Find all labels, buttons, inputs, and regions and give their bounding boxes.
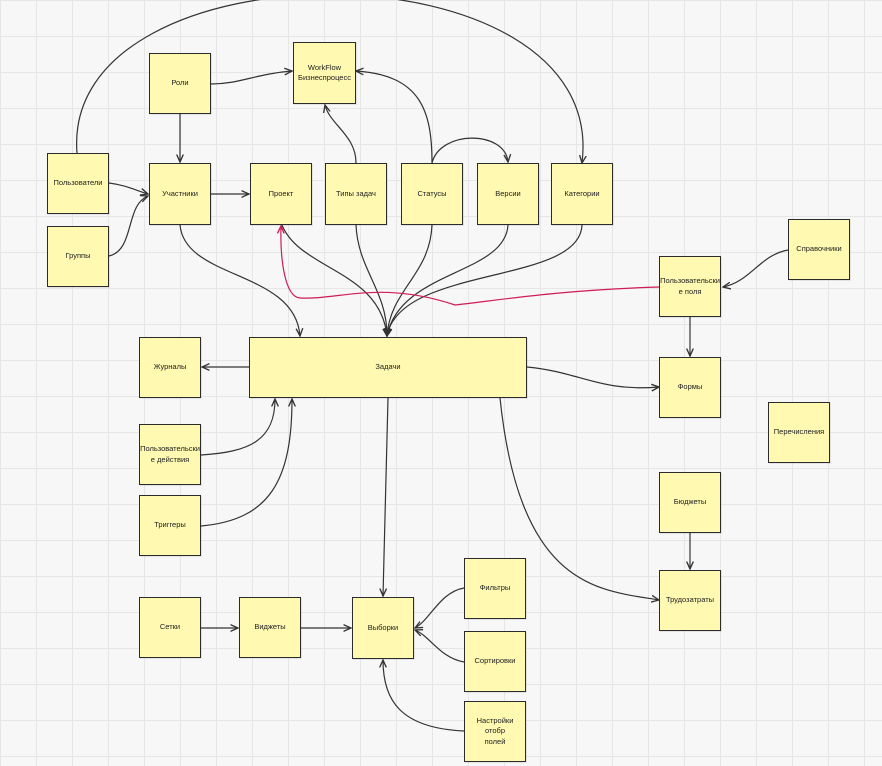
edge-statuses-tasks — [387, 224, 433, 336]
node-project[interactable]: Проект — [250, 163, 312, 225]
node-filters[interactable]: Фильтры — [464, 558, 526, 619]
edge-customfields-project — [281, 226, 660, 306]
node-labor-costs[interactable]: Трудозатраты — [659, 570, 721, 631]
edge-useractions-tasks — [200, 399, 275, 456]
node-workflow[interactable]: WorkFlow Бизнеспроцесс — [293, 42, 356, 104]
node-journals[interactable]: Журналы — [139, 337, 201, 398]
node-forms[interactable]: Формы — [659, 357, 721, 418]
node-roles[interactable]: Роли — [149, 53, 211, 114]
edge-dictionaries-customfields — [723, 249, 789, 287]
node-budgets[interactable]: Бюджеты — [659, 472, 721, 533]
edge-filters-selections — [415, 587, 465, 628]
edge-categories-tasks — [387, 224, 583, 336]
node-tasks[interactable]: Задачи — [249, 337, 527, 398]
edge-statuses-versions — [431, 137, 508, 163]
node-dictionaries[interactable]: Справочники — [788, 219, 850, 280]
edge-versions-tasks — [387, 224, 509, 336]
node-versions[interactable]: Версии — [477, 163, 539, 225]
edge-tasks-laborcosts — [499, 397, 659, 600]
node-statuses[interactable]: Статусы — [401, 163, 463, 225]
edge-users-categories — [76, 0, 583, 163]
edge-displaysettings-selections — [383, 660, 465, 732]
node-categories[interactable]: Категории — [551, 163, 613, 225]
node-display-settings[interactable]: Настройки отобр полей — [464, 701, 526, 762]
node-enumerations[interactable]: Перечисления — [768, 402, 830, 463]
edge-roles-workflow — [210, 71, 292, 85]
edge-sorts-selections — [415, 630, 465, 663]
edge-groups-participants — [108, 196, 148, 257]
edge-participants-tasks — [179, 224, 300, 336]
node-triggers[interactable]: Триггеры — [139, 495, 201, 556]
node-widgets[interactable]: Виджеты — [239, 597, 301, 658]
edge-tasktypes-workflow — [325, 105, 357, 164]
edge-tasks-selections — [383, 397, 389, 596]
node-participants[interactable]: Участники — [149, 163, 211, 225]
node-groups[interactable]: Группы — [47, 226, 109, 287]
node-user-actions[interactable]: Пользовательски е действия — [139, 424, 201, 485]
node-users[interactable]: Пользователи — [47, 153, 109, 214]
node-sorts[interactable]: Сортировки — [464, 631, 526, 692]
edge-triggers-tasks — [200, 399, 292, 527]
edge-statuses-workflow — [356, 71, 433, 164]
node-selections[interactable]: Выборки — [352, 597, 414, 659]
edge-project-tasks — [281, 224, 387, 336]
edge-tasks-forms — [526, 366, 659, 388]
edge-users-participants — [108, 182, 148, 194]
node-custom-fields[interactable]: Пользовательски е поля — [659, 256, 721, 317]
edge-tasktypes-tasks — [355, 224, 387, 336]
node-grids[interactable]: Сетки — [139, 597, 201, 658]
node-task-types[interactable]: Типы задач — [325, 163, 387, 225]
